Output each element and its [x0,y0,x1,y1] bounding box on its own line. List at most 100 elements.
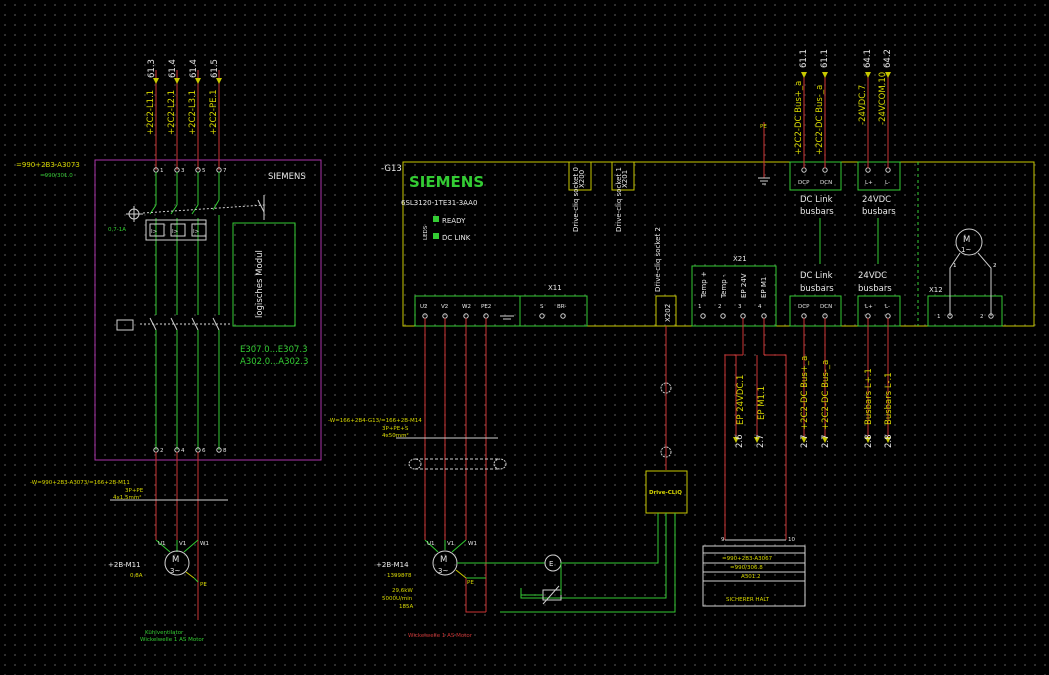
left-ref-3: 61.4 [189,59,199,78]
motor-m14-ref: +2B-M14 [376,561,409,569]
dc-link-bottom-2: busbars [800,284,834,294]
bottom-ref-6: 2.8 [884,434,894,448]
svg-text:V2: V2 [441,304,448,310]
left-wire-3: +2C2-L3.1 [188,90,198,135]
x12-block [927,295,1003,327]
left-unit-brand: SIEMENS [268,172,306,182]
bottom-right-wires: EP 24VDC.1 EP M1.1 +2C2-DC Bus+_a +2C2-D… [724,318,894,540]
bottom-wire-2: EP M1.1 [757,386,767,420]
drive-brand: SIEMENS [409,173,484,191]
svg-text:2: 2 [718,304,722,310]
dc-link-bottom-block [789,295,842,327]
svg-text:U1: U1 [427,541,435,547]
svg-text:L+: L+ [865,304,873,310]
led-dclink: DC LINK [442,234,471,242]
x12-label: X12 [929,286,943,294]
svg-text:PE: PE [467,580,474,586]
top-wire-4: -24VCOM.10 [878,72,888,125]
bottom-ref-2: 2.7 [756,434,766,448]
svg-text:1: 1 [698,304,702,310]
svg-text:1: 1 [937,314,941,320]
left-cable-ref: -W=990+2B3-A3073/=166+2B-M11 [30,480,130,486]
vdc-bottom-block [857,295,901,327]
bottom-wire-1: EP 24VDC.1 [736,375,746,425]
left-cable-spec-1: 3P+PE [125,488,144,494]
svg-text:Temp -: Temp - [720,274,728,299]
svg-text:DCP: DCP [798,304,810,310]
bottom-wire-5: Busbars L+.1 [864,368,874,425]
svg-text:Temp +: Temp + [700,271,708,299]
contactor-coil [116,319,134,331]
main-cable-spec-2: 4x50mm² [382,432,409,439]
left-term-1: 1 [160,168,164,174]
svg-text:I>: I> [172,229,179,235]
left-term-2: 2 [160,448,164,454]
svg-text:PE2: PE2 [481,304,491,310]
io-range-1: E307.0...E307.3 [240,345,308,355]
top-ref-3: 64.1 [863,49,873,68]
left-unit-frame [94,159,322,461]
svg-text:S: S [540,304,544,310]
drive-ref: -G13 [381,164,402,174]
safety-term-9: 9 [721,537,725,543]
left-top-wires: +2C2-L1.1 +2C2-L2.1 +2C2-L3.1 +2C2-PE.1 … [146,59,222,170]
left-ref-1: 61.3 [147,59,157,78]
left-term-6: 6 [202,448,206,454]
svg-text:M: M [172,555,179,565]
top-ref-2: 61.1 [820,49,830,68]
x11-block [414,295,588,327]
encoder-label: E [549,560,553,568]
svg-text:4: 4 [758,304,762,310]
motor-m14-current: 185A [399,604,413,610]
drive-cliq-assembly: Drive-CLiQ [500,326,688,613]
svg-text:1~: 1~ [961,246,971,254]
svg-text:1: 1 [953,263,957,269]
bottom-ref-3: 2.7 [800,434,810,448]
bottom-ref-5: 2.8 [864,434,874,448]
left-terminals-top: 1 3 5 7 [153,167,227,174]
vdc-top-block [857,161,901,191]
left-term-3: 3 [181,168,185,174]
motor-m11-w1: W1 [200,541,209,547]
left-motor-wires: -W=990+2B3-A3073/=166+2B-M11 3P+PE 4x1,5… [30,452,228,620]
svg-text:DCN: DCN [820,180,832,186]
svg-text:M: M [440,555,447,565]
left-terminals-bottom: 2 4 6 8 [153,447,227,454]
x11-label: X11 [548,284,562,292]
motor-m14: M 3~ E U1 V1 W1 PE +2B-M14 1399878 29,6k… [376,539,562,639]
svg-text:L-: L- [885,304,890,310]
main-cable-ref: -W=166+2B4-G13/=166+2B-M14 [328,418,422,424]
svg-text:L+: L+ [865,180,873,186]
left-term-5: 5 [202,168,206,174]
drive-frame [402,161,1035,327]
main-cable-spec-1: 3P+PE+S [382,426,409,432]
driveclick-0: Drive-cliq socket 0 [572,167,580,232]
x200-port [568,161,592,191]
main-motor-cable: -W=166+2B4-G13/=166+2B-M14 3P+PE+S 4x50m… [328,318,507,612]
safety-box [702,545,806,607]
safety-label: SICHERER HALT [726,597,770,603]
led-dclink-icon [433,233,439,239]
svg-text:W2: W2 [462,304,471,310]
svg-text:3~: 3~ [170,567,180,575]
x11-terminals: U2 V2 W2 PE2 S BR- [420,304,566,320]
left-term-7: 7 [223,168,227,174]
dc-link-bottom-1: DC Link [800,271,833,281]
motor-m11-ref: +2B-M11 [108,561,141,569]
svg-text:BR-: BR- [557,304,566,310]
top-ref-4: 64.2 [883,49,893,68]
motor-m11: M 3~ PE U1 V1 W1 +2B-M11 0,8A Kühlventil… [108,539,209,643]
motor-m11-power: 0,8A [130,573,143,579]
io-range-2: A302.0...A302.3 [240,357,308,367]
dc-link-top-block [789,161,842,191]
safety-ref: =990+2B3-A3067 [722,556,773,562]
x21-label: X21 [733,255,747,263]
left-cable-spec-2: 4x1,5mm² [113,494,141,501]
svg-text:DCP: DCP [798,180,810,186]
top-right-wires: +2C2-DC Bus+_a +2C2-DC Bus-_a -24VDC.7 -… [758,49,893,185]
svg-text:W1: W1 [468,541,477,547]
motor-m11-v1: V1 [179,541,186,547]
safety-addr: A301.2 [741,574,761,580]
bottom-wire-3: +2C2-DC Bus+_a [800,356,810,430]
